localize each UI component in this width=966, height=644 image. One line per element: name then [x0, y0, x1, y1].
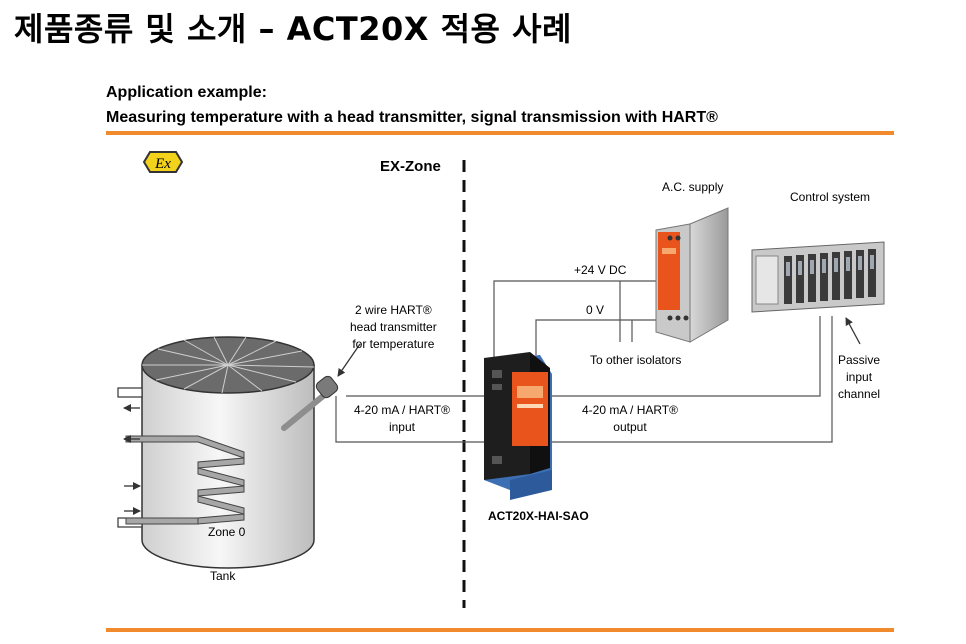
plus24v-label: +24 V DC [574, 263, 627, 277]
output-signal-label-line-2: output [613, 420, 647, 434]
tank-label: Tank [210, 569, 236, 583]
transmitter-label-line-3: for temperature [352, 337, 435, 351]
ac-supply-label: A.C. supply [662, 180, 724, 194]
output-signal-label: 4-20 mA / HART® output [582, 402, 678, 436]
input-signal-label-line-1: 4-20 mA / HART® [354, 403, 450, 417]
transmitter-label: 2 wire HART® head transmitter for temper… [350, 302, 437, 353]
zone0-label: Zone 0 [208, 525, 246, 539]
input-signal-label: 4-20 mA / HART® input [354, 402, 450, 436]
control-system-rack [751, 241, 885, 313]
act20x-isolator-device [484, 352, 552, 500]
ac-supply-unit [655, 207, 729, 343]
head-transmitter [281, 375, 339, 431]
figure-heading: Application example: [106, 84, 267, 101]
passive-input-label: Passive input channel [838, 352, 880, 403]
accent-rule-bottom [106, 628, 894, 632]
input-signal-label-line-2: input [388, 420, 415, 434]
ex-zone-label: EX-Zone [380, 158, 441, 175]
transmitter-label-line-1: 2 wire HART® [355, 303, 432, 317]
slide-title: 제품종류 및 소개 – ACT20X 적용 사례 [14, 10, 572, 48]
device-model-label: ACT20X-HAI-SAO [488, 509, 589, 523]
passive-input-label-line-2: input [846, 370, 873, 384]
tank [117, 336, 315, 569]
transmitter-label-line-2: head transmitter [350, 320, 437, 334]
wiring [335, 280, 833, 443]
figure-subheading: Measuring temperature with a head transm… [106, 109, 718, 126]
control-system-label: Control system [790, 190, 871, 204]
passive-input-label-line-1: Passive [838, 353, 881, 367]
zero-v-label: 0 V [586, 303, 605, 317]
ex-hazard-icon: Ex [142, 151, 184, 173]
other-isolators-label: To other isolators [590, 353, 682, 367]
accent-rule-top [106, 131, 894, 135]
output-signal-label-line-1: 4-20 mA / HART® [582, 403, 678, 417]
passive-input-label-line-3: channel [838, 387, 881, 401]
ex-symbol-text: Ex [154, 156, 171, 172]
